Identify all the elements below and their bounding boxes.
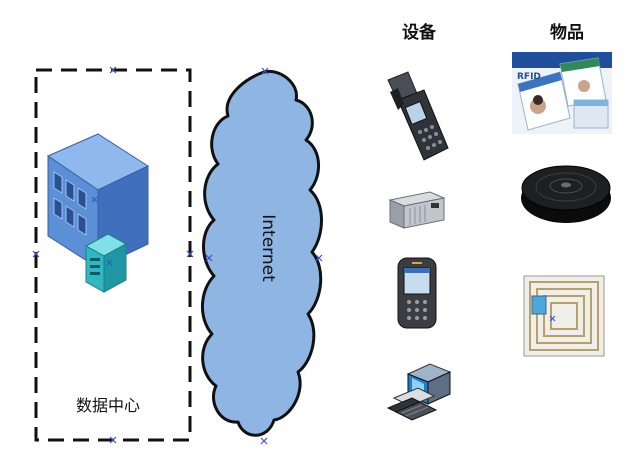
computer-icon — [386, 363, 452, 421]
datacenter-frame — [32, 66, 194, 444]
datacenter-label: 数据中心 — [76, 396, 141, 415]
pda-icon — [397, 257, 437, 329]
internet-label: Internet — [258, 214, 278, 282]
label-tag-icon — [523, 275, 605, 357]
datacenter-building-icon — [46, 133, 150, 269]
handheld-scanner-icon — [387, 71, 449, 161]
cloud-icon — [200, 67, 323, 445]
items-header: 物品 — [550, 23, 584, 43]
devices-header: 设备 — [402, 23, 436, 43]
disc-tag-icon — [521, 165, 611, 223]
card-logo-text: RFID — [517, 72, 541, 82]
rfid-card-icon: RFID — [512, 52, 612, 134]
server-icon — [84, 233, 128, 293]
fixed-reader-icon — [388, 191, 446, 229]
